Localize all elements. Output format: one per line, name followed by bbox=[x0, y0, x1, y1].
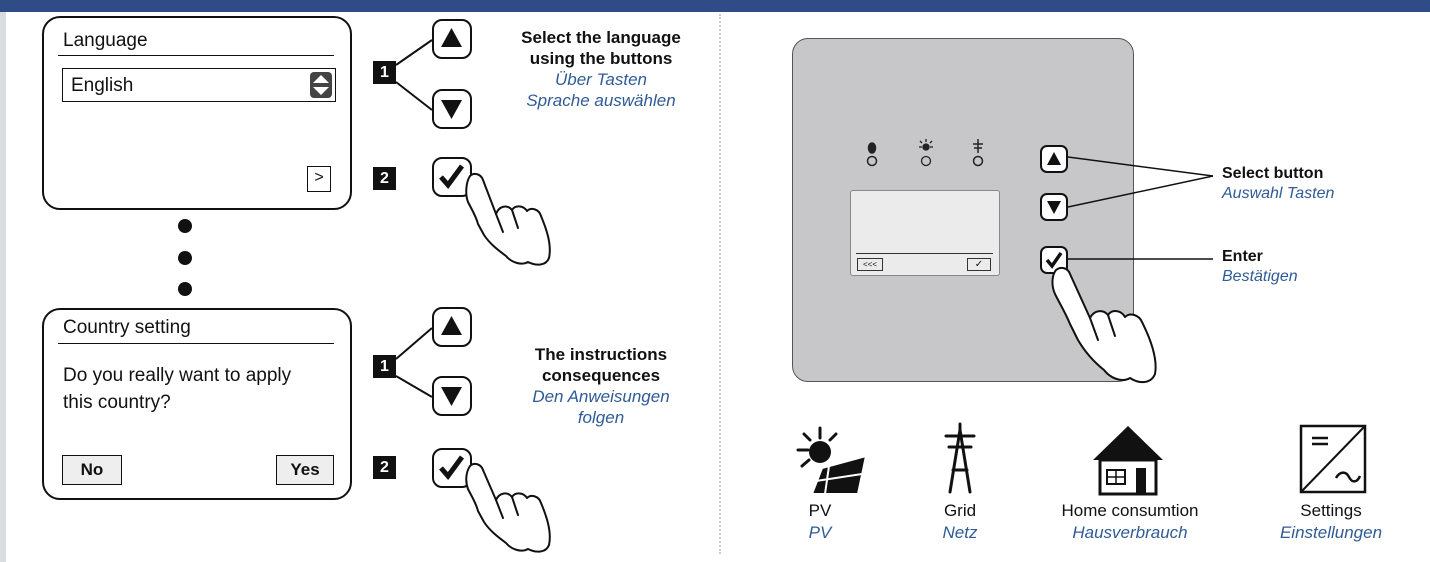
select-language-en-line2: using the buttons bbox=[529, 49, 673, 68]
check-icon bbox=[439, 455, 465, 480]
select-button-label: Select button Auswahl Tasten bbox=[1222, 164, 1334, 204]
pointing-hand-icon bbox=[465, 462, 551, 553]
step-number-2: 2 bbox=[373, 167, 396, 190]
language-select[interactable]: English bbox=[62, 68, 336, 102]
select-language-label: Select the language using the buttons Üb… bbox=[492, 27, 710, 111]
no-button[interactable]: No bbox=[62, 455, 122, 485]
language-select-value: English bbox=[71, 75, 134, 96]
select-language-en-line1: Select the language bbox=[521, 28, 681, 47]
down-arrow-icon bbox=[441, 100, 462, 119]
select-button-de: Auswahl Tasten bbox=[1222, 185, 1335, 202]
panel-up-button[interactable] bbox=[1040, 145, 1068, 173]
continuation-dot bbox=[178, 282, 192, 296]
grid-led-icon bbox=[972, 139, 984, 167]
fault-led-icon bbox=[866, 142, 878, 167]
up-arrow-icon bbox=[441, 28, 462, 47]
up-arrow-button[interactable] bbox=[432, 307, 472, 347]
check-icon bbox=[1045, 252, 1063, 269]
down-arrow-icon bbox=[441, 387, 462, 406]
pointing-hand-icon bbox=[1051, 266, 1157, 384]
enter-check-button[interactable] bbox=[432, 448, 472, 488]
legend-home-en: Home consumtion bbox=[1061, 501, 1199, 520]
consequences-de-line1: Den Anweisungen bbox=[532, 387, 670, 406]
pv-led-icon bbox=[919, 139, 933, 167]
select-button-en: Select button bbox=[1222, 165, 1324, 182]
check-icon bbox=[439, 164, 465, 189]
down-arrow-button[interactable] bbox=[432, 89, 472, 129]
select-language-de-line1: Über Tasten bbox=[555, 70, 647, 89]
top-bar bbox=[0, 0, 1430, 12]
select-language-de-line2: Sprache auswählen bbox=[526, 91, 676, 110]
panel-display: <<< ✓ bbox=[850, 190, 1000, 276]
enter-en: Enter bbox=[1222, 248, 1263, 265]
country-screen-rule bbox=[58, 343, 334, 344]
consequences-en-line2: consequences bbox=[541, 366, 661, 385]
select-button-pointer bbox=[1067, 156, 1214, 260]
step-number-1: 1 bbox=[373, 61, 396, 84]
legend-grid: Grid Netz bbox=[915, 500, 1005, 544]
settings-icon bbox=[1299, 424, 1367, 494]
legend-home: Home consumtion Hausverbrauch bbox=[1040, 500, 1220, 544]
language-screen bbox=[42, 16, 352, 210]
language-screen-title: Language bbox=[63, 30, 148, 51]
down-arrow-icon bbox=[1047, 201, 1061, 214]
next-button[interactable]: > bbox=[307, 166, 331, 192]
display-ok-button[interactable]: ✓ bbox=[967, 258, 991, 271]
legend-pv: PV PV bbox=[775, 500, 865, 544]
step-number-1: 1 bbox=[373, 355, 396, 378]
consequences-de-line2: folgen bbox=[577, 408, 625, 427]
consequences-en-line1: The instructions bbox=[534, 345, 668, 364]
up-down-spinner-icon[interactable] bbox=[310, 72, 332, 98]
yes-button[interactable]: Yes bbox=[276, 455, 334, 485]
up-arrow-icon bbox=[1047, 152, 1061, 165]
panel-down-button[interactable] bbox=[1040, 193, 1068, 221]
display-rule bbox=[856, 253, 993, 254]
legend-pv-en: PV bbox=[808, 501, 832, 520]
enter-de: Bestätigen bbox=[1222, 268, 1298, 285]
pv-icon bbox=[796, 426, 868, 495]
legend-home-de: Hausverbrauch bbox=[1072, 523, 1188, 542]
country-screen-title: Country setting bbox=[63, 317, 191, 338]
consequences-label: The instructions consequences Den Anweis… bbox=[496, 344, 706, 428]
legend-settings: Settings Einstellungen bbox=[1256, 500, 1406, 544]
legend-grid-en: Grid bbox=[943, 501, 977, 520]
step-number-2: 2 bbox=[373, 456, 396, 479]
left-margin-strip bbox=[0, 12, 6, 562]
display-back-button[interactable]: <<< bbox=[857, 258, 883, 271]
country-question: Do you really want to apply this country… bbox=[63, 365, 292, 413]
up-arrow-icon bbox=[441, 316, 462, 335]
legend-settings-de: Einstellungen bbox=[1279, 523, 1383, 542]
legend-settings-en: Settings bbox=[1300, 501, 1362, 520]
section-divider bbox=[719, 14, 721, 554]
legend-grid-de: Netz bbox=[942, 523, 978, 542]
continuation-dot bbox=[178, 219, 192, 233]
continuation-dot bbox=[178, 251, 192, 265]
down-arrow-button[interactable] bbox=[432, 376, 472, 416]
language-screen-rule bbox=[58, 55, 334, 56]
step-1-bracket-top bbox=[395, 39, 433, 398]
grid-icon bbox=[944, 422, 976, 494]
pointing-hand-icon bbox=[465, 172, 551, 266]
enter-label: Enter Bestätigen bbox=[1222, 247, 1298, 287]
home-icon bbox=[1093, 426, 1163, 496]
legend-pv-de: PV bbox=[808, 523, 832, 542]
up-arrow-button[interactable] bbox=[432, 19, 472, 59]
